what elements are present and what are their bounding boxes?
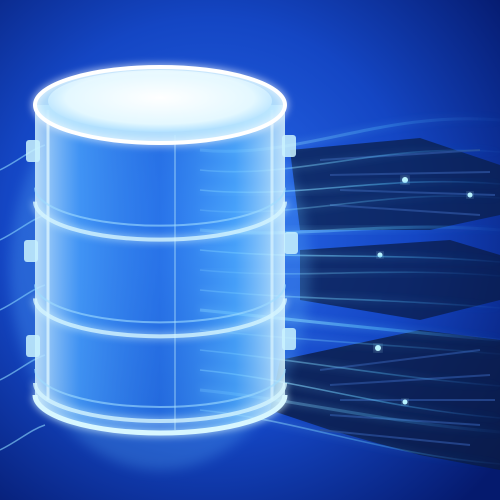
disk-rings (33, 187, 287, 423)
disk-ring (33, 201, 287, 242)
database-cylinder (32, 65, 288, 436)
light-strand-left (0, 424, 46, 451)
disk-ring (33, 382, 287, 423)
connector-tabs (24, 135, 298, 357)
disk-ring-inner (34, 368, 286, 408)
circuit-cables (270, 138, 500, 470)
disk-ring-inner (34, 284, 286, 324)
disk-ring (33, 298, 287, 339)
disk-ring-inner (34, 187, 286, 227)
